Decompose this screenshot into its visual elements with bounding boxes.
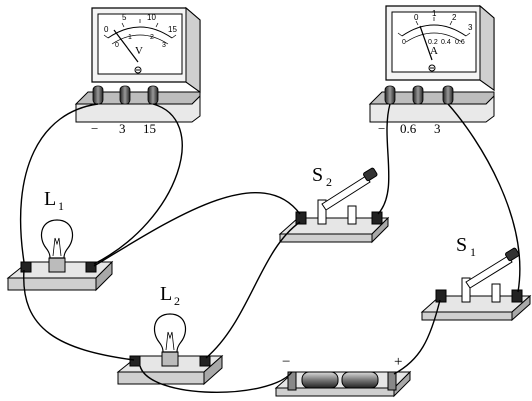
lamp-l1-label-sub: 1 [58,199,64,213]
voltmeter-terminal-15[interactable] [147,85,159,105]
voltmeter-symbol: V [135,45,143,57]
switch-s2-label-sub: 2 [326,175,332,189]
ammeter-symbol: A [430,45,438,57]
lamp-l2-terminal-right[interactable] [199,355,211,367]
switch-s2-blade[interactable] [321,175,371,211]
wire-l2-s2 [205,221,301,359]
wire-l1-l2 [23,269,135,361]
voltmeter: 0 5 10 15 0 1 2 3 V − 3 15 [74,6,201,136]
switch-s1-terminal-left[interactable] [435,289,447,303]
voltmeter-outer-tick-0: 0 [104,25,109,34]
bulb-icon [40,219,74,259]
battery-cell-icon [341,371,379,389]
lamp-l1: L 1 [6,188,114,292]
wire-s2-ammeter-neg [377,103,391,215]
voltmeter-terminal-3[interactable] [119,85,131,105]
voltmeter-label-15: 15 [143,121,156,136]
ammeter-label-neg: − [378,121,385,136]
ammeter-inner-tick-0: 0 [402,39,406,46]
ammeter-terminal-3[interactable] [442,85,454,105]
battery-plus-label: + [394,354,402,370]
voltmeter-inner-tick-0: 0 [115,42,119,49]
voltmeter-outer-tick-3: 15 [168,25,177,34]
battery: − + [274,354,412,398]
switch-s2[interactable]: S 2 [278,164,390,244]
wire-voltmeter-neg-l1 [20,103,99,263]
ammeter-outer-tick-1: 1 [432,9,437,18]
voltmeter-label-neg: − [91,121,98,136]
voltmeter-outer-tick-2: 10 [147,13,156,22]
switch-s2-terminal-left[interactable] [295,211,307,225]
ammeter-inner-tick-2: 0.4 [441,39,451,46]
switch-handle-icon[interactable] [505,247,520,262]
switch-s2-terminal-right[interactable] [371,211,383,225]
wire-l1-s2 [93,191,301,267]
ammeter-outer-tick-0: 0 [414,13,419,22]
ammeter-terminal-0.6[interactable] [412,85,424,105]
lamp-l2: L 2 [116,283,224,386]
voltmeter-inner-tick-3: 3 [162,42,166,49]
voltmeter-label-3: 3 [119,121,126,136]
ammeter-terminal-neg[interactable] [384,85,396,105]
voltmeter-needle [113,29,139,63]
lamp-l1-label: L [44,188,56,210]
switch-s1-blade[interactable] [465,255,513,289]
wire-battery-l2 [139,365,293,393]
ammeter-inner-tick-1: 0.2 [428,39,438,46]
ammeter-label-3: 3 [434,121,441,136]
voltmeter-terminal-neg[interactable] [92,85,104,105]
switch-s1-label-sub: 1 [470,245,476,259]
wire-ammeter-s1 [447,103,521,293]
wire-voltmeter-15-l1 [93,103,183,265]
switch-s1-label: S [456,234,467,256]
ammeter-outer-tick-3: 3 [468,23,473,32]
lamp-l1-terminal-left[interactable] [20,261,32,273]
lamp-l1-terminal-right[interactable] [85,261,97,273]
switch-handle-icon[interactable] [363,167,378,182]
lamp-l2-terminal-left[interactable] [129,355,141,367]
ammeter-inner-tick-3: 0.6 [455,39,465,46]
ammeter-outer-tick-2: 2 [452,13,457,22]
switch-s2-label: S [312,164,323,186]
voltmeter-outer-tick-1: 5 [122,13,127,22]
ammeter: 0 1 2 3 0 0.2 0.4 0.6 A − 0.6 3 [368,4,495,136]
bulb-icon [153,313,187,353]
lamp-l2-label-sub: 2 [174,294,180,308]
ammeter-label-0.6: 0.6 [400,121,417,136]
wires [20,103,521,393]
voltmeter-inner-tick-1: 1 [128,34,132,41]
battery-minus-label: − [282,354,290,370]
battery-cell-icon [301,371,339,389]
switch-s1-terminal-right[interactable] [511,289,523,303]
ammeter-needle [419,25,433,61]
lamp-l2-label: L [160,283,172,305]
wire-s1-battery [393,299,441,375]
voltmeter-inner-tick-2: 2 [150,34,154,41]
switch-s1[interactable]: S 1 [420,234,532,322]
